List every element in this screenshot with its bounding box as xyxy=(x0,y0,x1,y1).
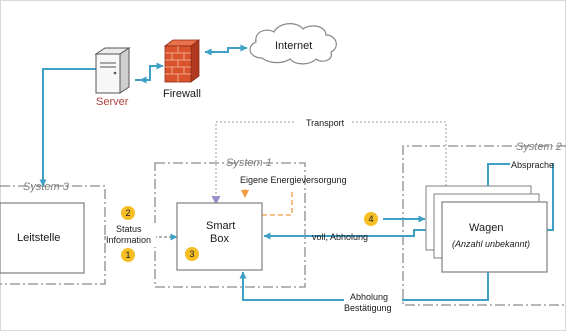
transport-label: Transport xyxy=(306,118,345,128)
badge-1: 1 xyxy=(121,248,135,262)
internet-label: Internet xyxy=(275,40,312,52)
system1-label: System 1 xyxy=(226,157,272,169)
firewall-icon xyxy=(163,39,201,83)
svg-text:3: 3 xyxy=(189,249,194,259)
server-firewall-link xyxy=(135,62,164,81)
server-label: Server xyxy=(96,96,129,108)
wagen-label: Wagen xyxy=(469,222,503,234)
system2-frame xyxy=(402,145,566,306)
svg-text:4: 4 xyxy=(368,214,373,224)
server-icon xyxy=(94,47,131,94)
system2-label: System 2 xyxy=(516,141,562,153)
transport-arrow-head xyxy=(211,196,221,205)
badge-4: 4 xyxy=(364,212,378,226)
transport-route xyxy=(215,121,447,197)
information-label: Information xyxy=(106,235,151,245)
voll-abholung-label: voll, Abholung xyxy=(312,232,368,242)
energy-loop xyxy=(262,189,293,216)
server-leitstelle-link xyxy=(39,68,110,187)
leitstelle-label: Leitstelle xyxy=(17,232,60,244)
voll-abholung-link xyxy=(263,229,428,240)
absprache-label: Absprache xyxy=(511,160,554,170)
smartbox-label-line1: Smart xyxy=(206,220,235,232)
badge-2: 2 xyxy=(121,206,135,220)
firewall-label: Firewall xyxy=(163,88,201,100)
svg-text:1: 1 xyxy=(125,250,130,260)
svg-text:2: 2 xyxy=(125,208,130,218)
badge-3: 3 xyxy=(185,247,199,261)
internet-cloud xyxy=(249,23,337,65)
system3-frame xyxy=(0,185,106,285)
system3-label: System 3 xyxy=(23,181,70,193)
leitstelle-box xyxy=(0,202,85,274)
smartbox-label-line2: Box xyxy=(210,233,229,245)
abholung-label: Abholung xyxy=(350,292,388,302)
wagen-box xyxy=(441,201,548,273)
energy-label: Eigene Energieversorgung xyxy=(240,175,347,185)
bestaetigung-label: Bestätigung xyxy=(344,303,392,313)
wagen-note: (Anzahl unbekannt) xyxy=(452,239,530,249)
transport-label-bg xyxy=(296,118,350,128)
status-label: Status xyxy=(116,224,142,234)
energy-arrow-head xyxy=(241,190,249,198)
